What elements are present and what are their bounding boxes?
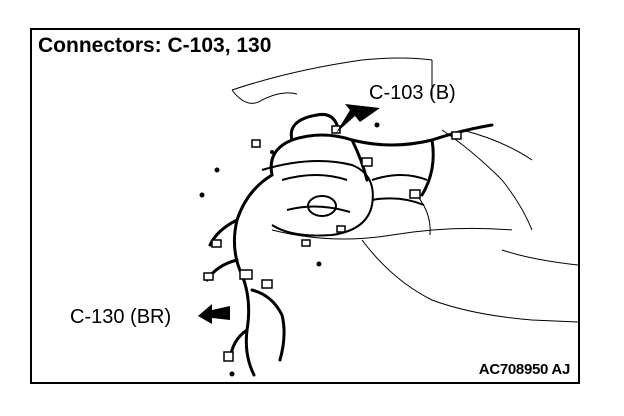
harness-clips bbox=[199, 122, 380, 377]
wiring-harness bbox=[205, 113, 494, 377]
c130-pointer-arrow bbox=[198, 304, 230, 324]
dashboard-outline bbox=[231, 57, 578, 323]
steering-column bbox=[261, 160, 428, 237]
connector-c130-label: C-130 (BR) bbox=[70, 306, 172, 328]
figure-code: AC708950 AJ bbox=[478, 361, 571, 378]
arrow-icon bbox=[198, 104, 380, 324]
wiring-harness-illustration bbox=[198, 57, 578, 377]
c103-pointer-arrow bbox=[336, 104, 380, 133]
diagram-title: Connectors: C-103, 130 bbox=[38, 34, 272, 57]
diagram-frame: Connectors: C-103, 130 C-103 (B) C-130 (… bbox=[30, 28, 580, 384]
connector-c103-label: C-103 (B) bbox=[369, 82, 456, 104]
harness-connectors bbox=[203, 125, 462, 362]
